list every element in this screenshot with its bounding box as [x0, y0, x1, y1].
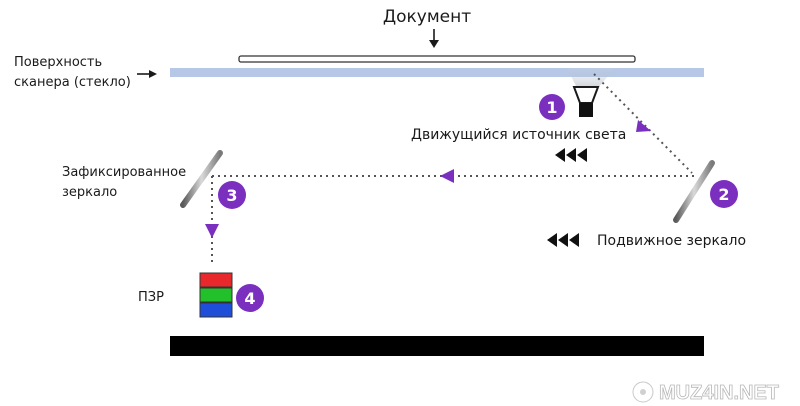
- document-sheet: [238, 55, 636, 63]
- step-2-badge: 2: [710, 180, 738, 208]
- scanner-surface-label-line1: Поверхность: [14, 55, 102, 70]
- ccd-blue-band: [199, 302, 233, 318]
- moving-mirror: [673, 160, 715, 223]
- step-4-number: 4: [244, 289, 255, 308]
- document-pointer-arrow: [429, 29, 439, 48]
- step-2-number: 2: [718, 185, 729, 204]
- lamp-icon: [572, 86, 600, 117]
- light-path-segment-3: [205, 176, 219, 262]
- fixed-mirror: [180, 150, 223, 208]
- fixed-mirror-label-line2: зеркало: [62, 185, 117, 200]
- step-3-number: 3: [226, 186, 237, 205]
- ccd-sensor: [199, 272, 233, 318]
- right-arrow-icon: [137, 70, 157, 78]
- scanner-surface-label-line2: сканера (стекло): [14, 75, 131, 90]
- light-path-segment-2: [212, 169, 694, 183]
- ccd-red-band: [199, 272, 233, 288]
- triple-left-arrow-icon: [547, 233, 579, 247]
- moving-mirror-label: Подвижное зеркало: [597, 233, 746, 249]
- ccd-label: ПЗР: [138, 290, 164, 305]
- step-3-badge: 3: [218, 181, 246, 209]
- document-label: Документ: [383, 7, 471, 27]
- ccd-green-band: [199, 287, 233, 303]
- triple-left-arrow-icon: [555, 148, 587, 162]
- watermark-text: MUZ4IN.NET: [659, 382, 779, 404]
- light-beam: [567, 68, 615, 90]
- step-1-badge: 1: [539, 94, 565, 120]
- moving-light-label: Движущийся источник света: [411, 127, 626, 143]
- step-4-badge: 4: [236, 284, 264, 312]
- scanner-base: [170, 336, 704, 356]
- step-1-number: 1: [546, 98, 557, 117]
- light-path-segment-1: [593, 73, 693, 174]
- scanner-glass: [170, 68, 704, 77]
- fixed-mirror-label-line1: Зафиксированное: [62, 165, 186, 180]
- watermark: MUZ4IN.NET: [632, 381, 779, 404]
